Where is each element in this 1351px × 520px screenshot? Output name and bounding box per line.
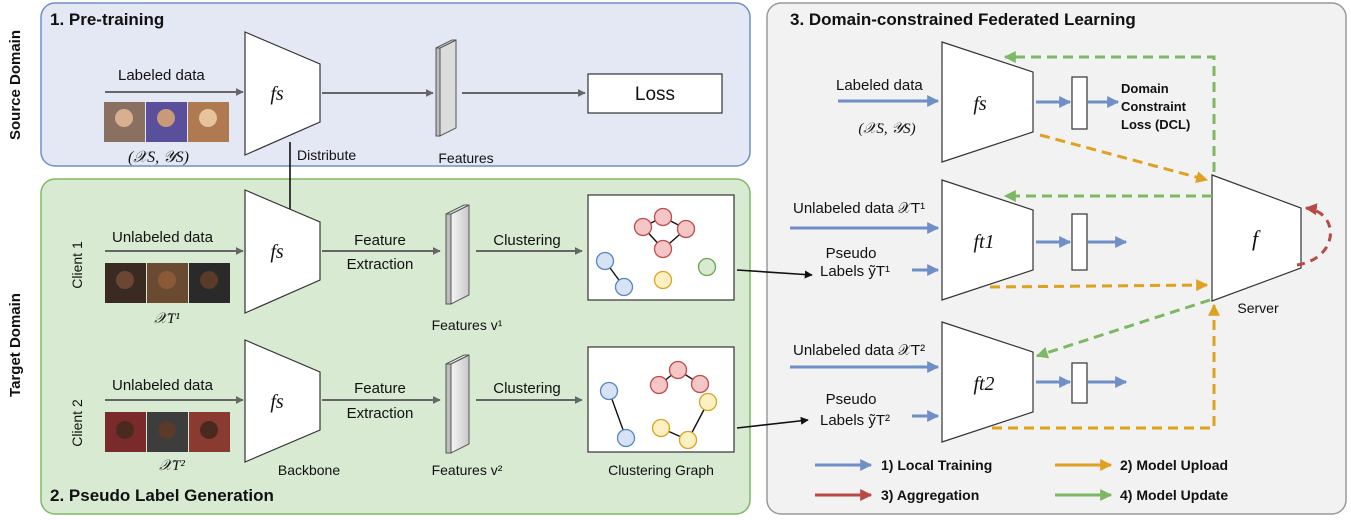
fed-client1-model-label: ft1 [973,231,994,253]
legend-model-upload-label: 2) Model Upload [1120,457,1228,473]
fed-client2-input-label: Unlabeled data 𝒳T² [793,342,925,359]
client2-features-block [445,354,470,454]
pseudo-title: 2. Pseudo Label Generation [50,486,274,505]
pretraining-title: 1. Pre-training [50,10,164,29]
pretrain-data-caption: (𝒳S, 𝒴S) [128,149,189,166]
fed-client2-pseudo-1: Pseudo [826,391,877,408]
client2-name: Client 2 [69,399,85,447]
client2-features-caption: Features v² [432,462,503,478]
client2-backbone-model [244,339,321,463]
loss-box [587,73,723,114]
server-label: Server [1237,300,1279,316]
fed-source-caption: (𝒳S, 𝒴S) [858,121,915,137]
fed-source-feature-bar [1071,76,1088,130]
fed-client2-pseudo-2: Labels ỹT² [820,412,890,429]
client2-step-label-1: Feature [354,380,406,397]
client1-input-label: Unlabeled data [112,229,214,246]
federated-title: 3. Domain-constrained Federated Learning [790,10,1136,29]
fed-client2-model [941,321,1034,443]
client1-face-images [105,263,230,303]
legend-aggregation-label: 3) Aggregation [881,487,979,503]
client1-clustering-graph [587,194,735,301]
aggregation-arrow [1296,203,1332,267]
client2-to-fed-arrow [736,416,809,429]
legend-model-update-label: 4) Model Update [1120,487,1228,503]
server-model [1211,174,1302,302]
federated-panel [766,2,1347,515]
server-model-label: f [1252,226,1261,251]
client2-data-caption: 𝒳T² [159,458,185,474]
client1-to-fed-arrow [736,269,813,279]
client1-step-label-2: Extraction [347,256,414,273]
fed-source-model-label: fs [973,93,987,115]
upload-arrow-source [1039,133,1209,183]
target-domain-label: Target Domain [7,293,24,397]
pretrain-model-label: fs [270,83,284,105]
distribute-label: Distribute [297,147,356,163]
update-arrow-client2 [1035,298,1211,359]
clustering-graph-label: Clustering Graph [608,462,714,478]
fed-client2-model-label: ft2 [973,373,994,395]
client2-cluster-label: Clustering [493,380,561,397]
loss-label: Loss [635,84,675,105]
fed-client1-feature-bar [1071,213,1088,271]
pretrain-input-label: Labeled data [118,67,205,84]
fed-client1-pseudo-2: Labels ỹT¹ [820,263,890,280]
fed-client1-model [941,179,1034,301]
client2-clustering-graph [587,346,735,453]
dcl-line-2: Constraint [1121,99,1187,114]
fed-source-input-label: Labeled data [836,77,923,94]
client1-data-caption: 𝒳T¹ [154,311,180,327]
dcl-line-3: Loss (DCL) [1121,117,1190,132]
dcl-line-1: Domain [1121,81,1169,96]
client2-step-label-2: Extraction [347,405,414,422]
client1-features-block [445,204,470,305]
client1-name: Client 1 [69,241,85,289]
fed-client1-input-label: Unlabeled data 𝒳T¹ [793,200,925,217]
client1-step-label-1: Feature [354,232,406,249]
pretrain-features-block [435,39,457,137]
legend: 1) Local Training 2) Model Upload 3) Agg… [815,457,1228,503]
client1-backbone-label: fs [270,241,284,263]
fed-client2-feature-bar [1071,362,1088,404]
upload-arrow-client1 [989,279,1209,292]
source-domain-label: Source Domain [7,30,24,140]
fed-client1-pseudo-1: Pseudo [826,245,877,262]
client1-features-caption: Features v¹ [432,317,503,333]
client2-face-images [105,412,230,452]
client2-backbone-label: fs [270,391,284,413]
pretrain-features-label: Features [438,150,493,166]
legend-local-training-label: 1) Local Training [881,457,992,473]
fed-source-model [941,41,1034,163]
source-face-images [104,102,229,142]
client2-input-label: Unlabeled data [112,377,214,394]
client1-backbone-model [244,189,321,314]
pretrain-model-block [244,31,321,156]
update-arrow-source [1003,51,1216,172]
client1-cluster-label: Clustering [493,232,561,249]
backbone-label: Backbone [278,462,340,478]
upload-arrow-client2 [992,303,1220,430]
